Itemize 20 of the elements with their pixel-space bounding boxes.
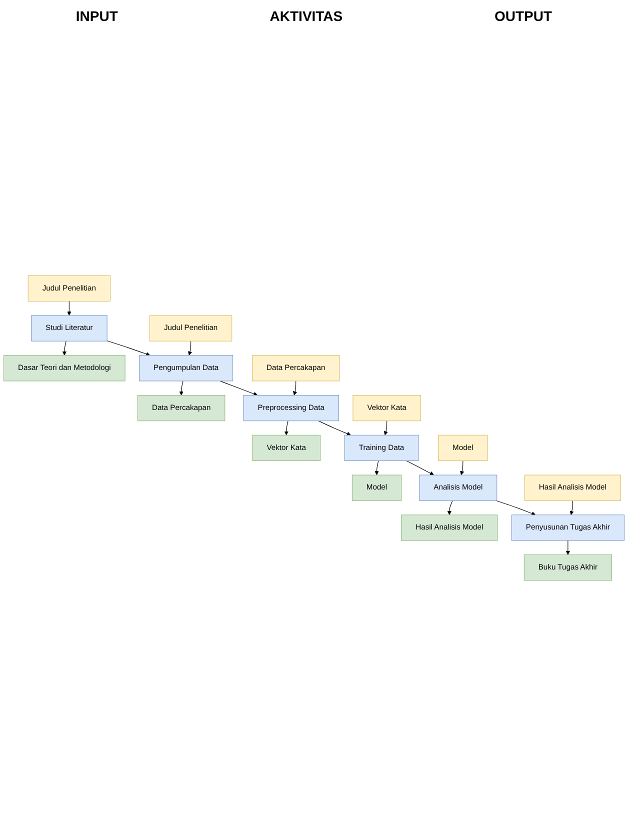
arrow (293, 380, 298, 396)
arrow (188, 340, 192, 356)
arrow (384, 420, 388, 436)
arrow (62, 340, 67, 356)
arrow (284, 420, 288, 436)
arrow (106, 340, 150, 356)
arrow (496, 500, 536, 516)
arrow (220, 380, 258, 396)
column-heading: INPUT (76, 8, 118, 24)
arrow (318, 420, 351, 436)
arrow (406, 460, 434, 476)
arrow (447, 500, 453, 516)
column-heading: AKTIVITAS (270, 8, 343, 24)
arrow (570, 500, 574, 516)
arrow (460, 460, 464, 476)
column-heading: OUTPUT (494, 8, 552, 24)
arrow (566, 540, 570, 555)
arrow (179, 380, 184, 396)
arrow (374, 460, 379, 476)
arrow (67, 300, 72, 316)
